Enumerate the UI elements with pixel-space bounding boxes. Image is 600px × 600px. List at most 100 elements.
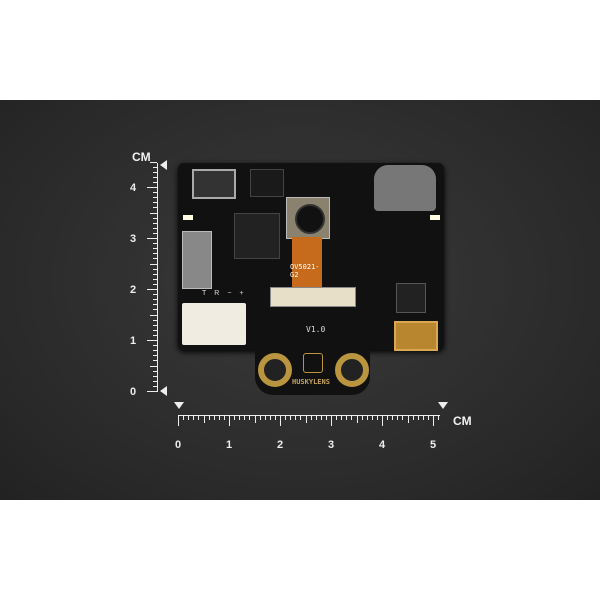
ruler-tick [371, 415, 373, 420]
ruler-label: 1 [226, 439, 233, 451]
flex-connector [270, 287, 356, 307]
ruler-tick [208, 415, 210, 420]
ruler-tick [153, 299, 157, 301]
ruler-tick [285, 415, 287, 420]
version-label: V1.0 [306, 325, 326, 334]
camera-flex-cable: OV5021-G2 [290, 237, 322, 287]
ruler-tick [274, 415, 276, 420]
ruler-tick [341, 415, 343, 420]
uart-connector [182, 303, 246, 345]
pin-label: R [214, 290, 220, 297]
ruler-tick [153, 319, 157, 321]
ruler-tick [417, 415, 419, 420]
ruler-tick [150, 161, 157, 163]
ruler-marker [438, 402, 448, 409]
ruler-tick [153, 294, 157, 296]
ruler-tick [376, 415, 378, 420]
ruler-tick [153, 171, 157, 173]
ruler-tick [153, 380, 157, 382]
board-mount-tab: HUSKYLENS [255, 345, 370, 395]
ruler-tick [325, 415, 327, 420]
ruler-tick [203, 415, 205, 423]
ruler-tick [153, 324, 157, 326]
ruler-tick [427, 415, 429, 420]
pin-label: + [239, 290, 244, 297]
ruler-label: 1 [130, 335, 137, 347]
horizontal-ruler-unit: CM [453, 414, 472, 428]
ruler-tick [422, 415, 424, 420]
ruler-tick [153, 192, 157, 194]
ruler-tick [387, 415, 389, 420]
ruler-tick [153, 345, 157, 347]
ruler-tick [153, 222, 157, 224]
ruler-label: 2 [130, 284, 137, 296]
ruler-tick [153, 350, 157, 352]
ruler-tick [153, 253, 157, 255]
ruler-marker [160, 160, 167, 170]
led [183, 215, 193, 220]
ruler-tick [153, 197, 157, 199]
ruler-tick [153, 278, 157, 280]
ruler-marker [160, 386, 167, 396]
ruler-tick [229, 415, 230, 426]
ruler-tick [290, 415, 292, 420]
ruler-tick [361, 415, 363, 420]
ruler-tick [351, 415, 353, 420]
ruler-tick [153, 217, 157, 219]
ruler-tick [407, 415, 409, 423]
ruler-tick [346, 415, 348, 420]
ruler-tick [153, 334, 157, 336]
ruler-tick [397, 415, 399, 420]
ruler-tick [153, 355, 157, 357]
ruler-tick [153, 181, 157, 183]
pin-label: T [202, 290, 207, 297]
ruler-tick [153, 370, 157, 372]
ruler-tick [198, 415, 200, 420]
ruler-tick [300, 415, 302, 420]
ruler-line [157, 163, 158, 392]
ruler-tick [153, 273, 157, 275]
ruler-tick [153, 360, 157, 362]
ruler-tick [433, 415, 434, 426]
chip [396, 283, 426, 313]
ruler-tick [153, 268, 157, 270]
ruler-tick [366, 415, 368, 420]
chip [250, 169, 284, 197]
sd-card-slot [182, 231, 212, 289]
ruler-tick [412, 415, 414, 420]
ruler-tick [178, 415, 179, 426]
ruler-tick [213, 415, 215, 420]
ruler-tick [269, 415, 271, 420]
processor-chip [234, 213, 280, 259]
ruler-tick [183, 415, 185, 420]
ruler-tick [153, 283, 157, 285]
camera-module [286, 197, 330, 239]
ruler-tick [153, 176, 157, 178]
ruler-tick [249, 415, 251, 420]
ruler-tick [239, 415, 241, 420]
ruler-tick [438, 415, 440, 420]
ruler-tick [147, 289, 157, 290]
camera-lens [295, 204, 325, 234]
ruler-tick [147, 238, 157, 239]
ruler-tick [150, 212, 157, 214]
button [192, 169, 236, 199]
husky-logo-icon [303, 353, 323, 373]
ruler-label: 5 [430, 439, 437, 451]
ruler-tick [153, 166, 157, 168]
ruler-tick [150, 365, 157, 367]
ruler-label: 4 [130, 182, 137, 194]
ruler-tick [153, 329, 157, 331]
ruler-label: 3 [130, 233, 137, 245]
ruler-tick [153, 227, 157, 229]
ruler-tick [153, 309, 157, 311]
dial-switch [374, 165, 436, 211]
ruler-tick [264, 415, 266, 420]
ruler-tick [188, 415, 190, 420]
ruler-tick [193, 415, 195, 420]
ruler-tick [259, 415, 261, 420]
ruler-tick [153, 385, 157, 387]
usb-port [394, 321, 438, 351]
ruler-tick [315, 415, 317, 420]
